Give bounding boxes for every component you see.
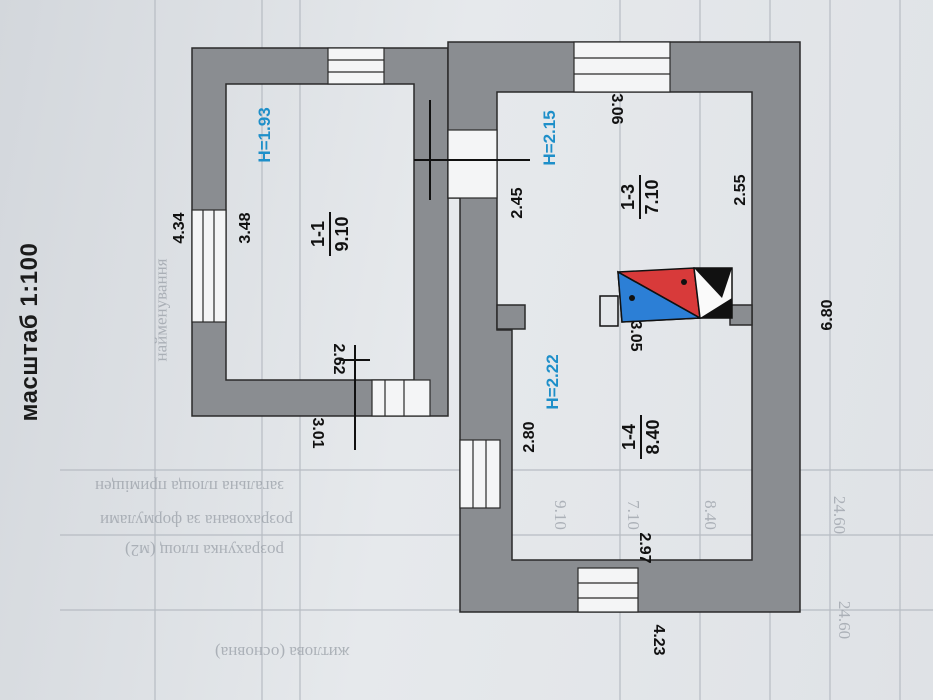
external-dim-bottom-right: 4.23 — [650, 624, 667, 655]
room-1-1-dim-a: 3.48 — [237, 212, 254, 243]
room-1-1-height: H=1.93 — [255, 107, 274, 162]
overall-width: 6.80 — [819, 299, 836, 330]
partition — [496, 304, 753, 330]
room-1-4-area: 8.40 — [643, 419, 663, 454]
external-dim-bottom-left: 3.01 — [309, 417, 326, 448]
window-top-right — [573, 41, 671, 93]
window-top-left — [327, 47, 385, 85]
dimension-lines — [340, 100, 431, 450]
room-1-3-label: 1-3 7.10 — [618, 175, 662, 219]
room-1-4-id: 1-4 — [619, 424, 639, 450]
room-1-1-dim-b: 2.62 — [330, 343, 347, 374]
doorway — [414, 129, 530, 199]
room-1-4-dim-c: 3.05 — [627, 320, 644, 351]
room-1-1-area: 9.10 — [332, 216, 352, 251]
room-1-3-dim-c: 3.06 — [608, 93, 625, 124]
room-1-1-id: 1-1 — [308, 221, 328, 247]
room-1-4-dim-a: 2.80 — [521, 421, 538, 452]
room-1-3-dim-a: 2.45 — [509, 187, 526, 218]
stove — [599, 267, 733, 327]
external-dim-left: 4.34 — [171, 212, 188, 243]
room-1-4-dim-b: 2.97 — [636, 532, 653, 563]
walls — [191, 41, 801, 613]
room-1-1-label: 1-1 9.10 — [308, 212, 352, 256]
window-left-1 — [191, 209, 227, 323]
window-bottom-2 — [577, 567, 639, 613]
room-1-3-dim-b: 2.55 — [732, 174, 749, 205]
room-1-4-height: H=2.22 — [543, 354, 562, 409]
room-1-3-height: H=2.15 — [540, 110, 559, 165]
window-bottom-1 — [371, 379, 431, 417]
window-left-2 — [459, 439, 501, 509]
room-1-3-area: 7.10 — [642, 179, 662, 214]
room-1-4-label: 1-4 8.40 — [619, 415, 663, 459]
windows — [191, 41, 671, 613]
room-1-3-id: 1-3 — [618, 184, 638, 210]
